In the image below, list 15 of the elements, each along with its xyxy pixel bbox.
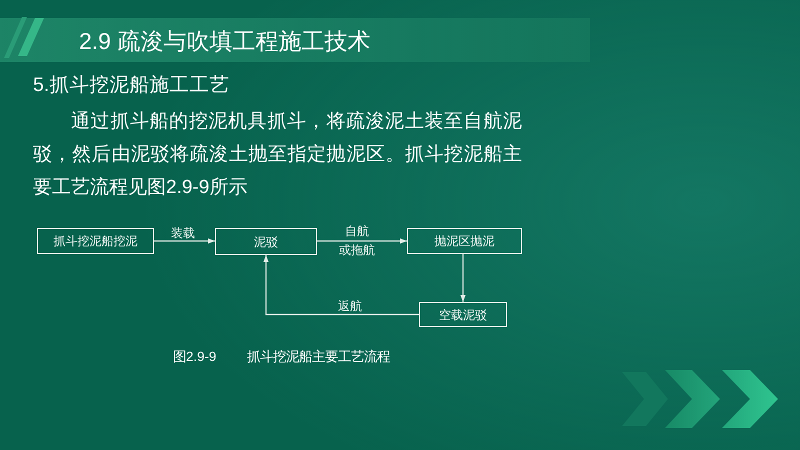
paragraph: 通过抓斗船的挖泥机具抓斗，将疏浚泥土装至自航泥驳，然后由泥驳将疏浚土抛至指定抛泥区。抓斗挖泥船主要工艺流程见图2.9-9所示: [33, 110, 522, 200]
edge-label: 装载: [171, 226, 195, 240]
edge-label: 返航: [338, 298, 362, 314]
slide-title: 2.9 疏浚与吹填工程施工技术: [79, 27, 370, 55]
process-box: 泥驳: [215, 228, 317, 255]
arrow: [263, 255, 419, 316]
edge-label: 自航或拖航: [339, 223, 375, 259]
process-box: 抛泥区抛泥: [407, 228, 522, 254]
figure-caption: 图2.9-9 抓斗挖泥船主要工艺流程: [173, 348, 390, 366]
arrow: [317, 238, 407, 244]
section-heading: 5.抓斗挖泥船施工工艺: [33, 73, 230, 98]
arrow: [154, 238, 215, 244]
arrow: [460, 254, 466, 302]
process-box: 空载泥驳: [419, 302, 507, 327]
process-box: 抓斗挖泥船挖泥: [37, 228, 154, 254]
